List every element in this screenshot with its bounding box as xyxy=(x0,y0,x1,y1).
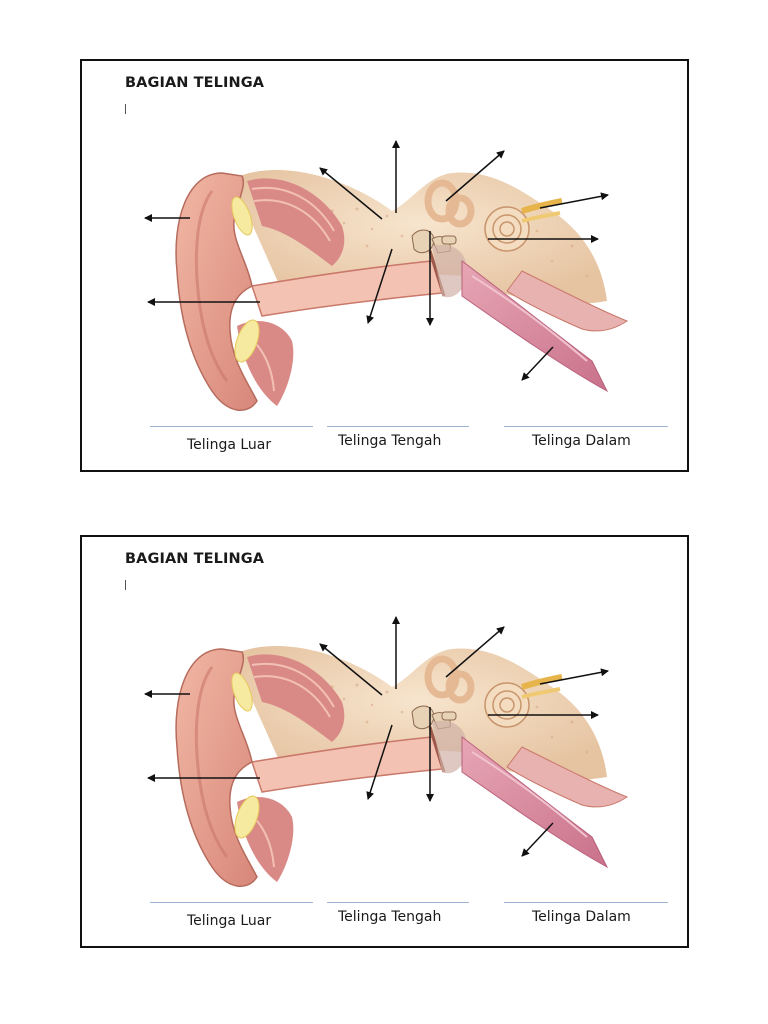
outer-ear-underline xyxy=(150,902,313,903)
arrow-nerve xyxy=(539,192,609,209)
inner-ear-underline xyxy=(504,902,668,903)
region-label-middle-ear: Telinga Tengah xyxy=(338,909,442,925)
region-label-inner-ear: Telinga Dalam xyxy=(532,433,631,449)
text-cursor-mark xyxy=(125,104,126,114)
region-label-inner-ear: Telinga Dalam xyxy=(532,909,631,925)
worksheet-card-bottom: BAGIAN TELINGA xyxy=(80,535,689,948)
cartilage xyxy=(231,196,260,363)
middle-ear-cavity xyxy=(432,244,467,298)
cochlea xyxy=(484,682,530,728)
middle-ear-underline xyxy=(327,902,469,903)
arrow-malleus xyxy=(319,167,383,220)
arrow-eardrum xyxy=(366,248,393,324)
ear-anatomy-illustration xyxy=(144,140,629,411)
arrow-nerve xyxy=(539,668,609,685)
pinna xyxy=(175,172,258,411)
label-arrows xyxy=(144,140,609,381)
ear-anatomy-illustration xyxy=(144,616,629,887)
cartilage xyxy=(231,672,260,839)
arrow-malleus xyxy=(319,643,383,696)
arrow-eustachian xyxy=(521,822,554,857)
middle-ear-cavity xyxy=(432,720,467,774)
auditory-nerve xyxy=(521,198,563,214)
semicircular-canals xyxy=(424,179,475,228)
pinna xyxy=(175,648,258,887)
middle-ear-underline xyxy=(327,426,469,427)
arrow-eustachian xyxy=(521,346,554,381)
worksheet-card-top: BAGIAN TELINGA xyxy=(80,59,689,472)
auditory-nerve xyxy=(521,674,563,690)
text-cursor-mark xyxy=(125,580,126,590)
worksheet-title: BAGIAN TELINGA xyxy=(125,551,265,567)
region-label-outer-ear: Telinga Luar xyxy=(187,913,272,929)
label-arrows xyxy=(144,616,609,857)
arrow-semicircular xyxy=(445,626,505,678)
region-label-middle-ear: Telinga Tengah xyxy=(338,433,442,449)
outer-ear-underline xyxy=(150,426,313,427)
cochlea xyxy=(484,206,530,252)
semicircular-canals xyxy=(424,655,475,704)
worksheet-title: BAGIAN TELINGA xyxy=(125,75,265,91)
bone-texture xyxy=(318,683,589,754)
arrow-eardrum xyxy=(366,724,393,800)
region-label-outer-ear: Telinga Luar xyxy=(187,437,272,453)
inner-ear-underline xyxy=(504,426,668,427)
arrow-semicircular xyxy=(445,150,505,202)
